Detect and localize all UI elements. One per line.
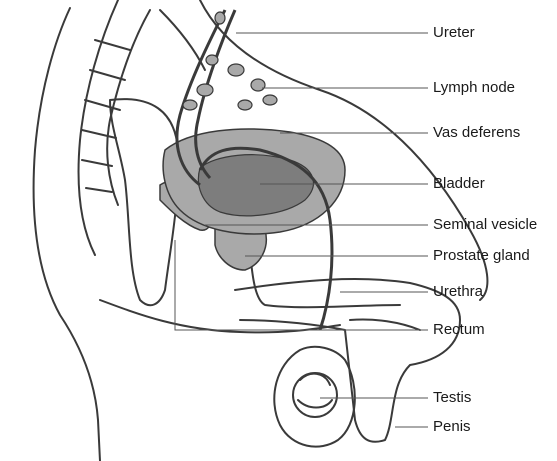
lymph-node-shape: [228, 64, 244, 76]
label-penis: Penis: [433, 418, 471, 436]
penis-outline: [235, 279, 460, 442]
spine-edge: [79, 0, 118, 255]
scrotum-outline: [274, 347, 355, 447]
label-rectum: Rectum: [433, 321, 485, 339]
label-seminal-vesicle: Seminal vesicle: [433, 216, 537, 234]
label-prostate-gland: Prostate gland: [433, 247, 530, 265]
label-lymph-node: Lymph node: [433, 79, 515, 97]
label-urethra: Urethra: [433, 283, 483, 301]
label-vas-deferens: Vas deferens: [433, 124, 520, 142]
label-bladder: Bladder: [433, 175, 485, 193]
body-outline: [34, 8, 100, 461]
thigh-outline: [100, 300, 340, 332]
urethra-path: [250, 250, 400, 307]
leader-rectum: [175, 240, 428, 330]
label-ureter: Ureter: [433, 24, 475, 42]
label-testis: Testis: [433, 389, 471, 407]
